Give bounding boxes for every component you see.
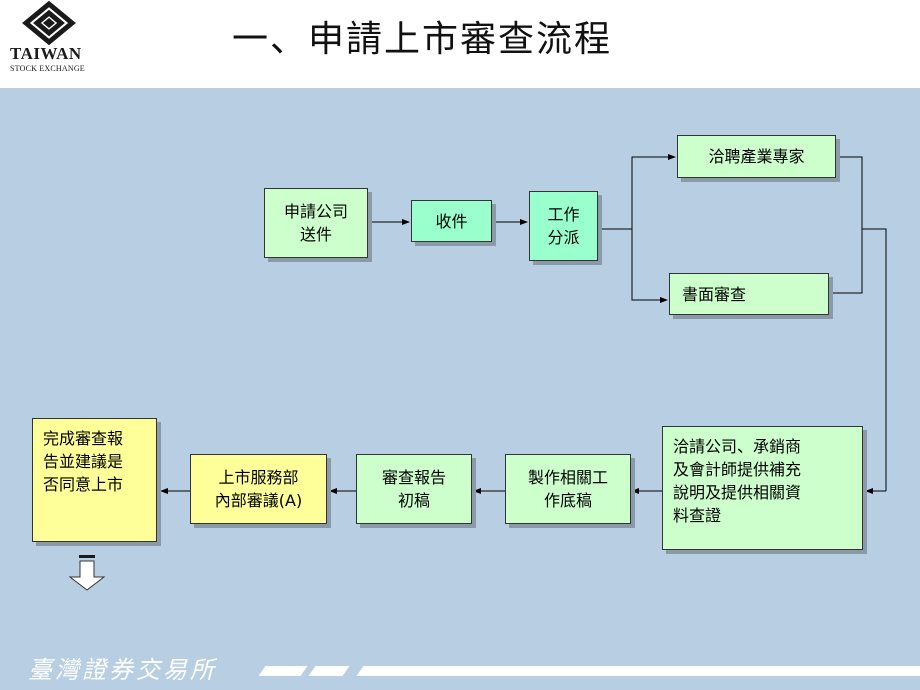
footer-stripe (356, 666, 920, 676)
footer-stripe (258, 666, 308, 676)
node-inquiry: 洽請公司、承銷商 及會計師提供補充 說明及提供相關資 料查證 (662, 426, 863, 550)
footer-stripe (308, 666, 350, 676)
footer-exchange-name: 臺灣證券交易所 (28, 656, 217, 684)
node-experts: 洽聘產業專家 (677, 135, 836, 178)
logo-name: TAIWAN (10, 44, 82, 63)
header: TAIWAN STOCK EXCHANGE 一、申請上市審查流程 (0, 0, 920, 88)
node-draft-report: 審查報告 初稿 (356, 454, 472, 524)
logo: TAIWAN STOCK EXCHANGE (6, 0, 98, 82)
twse-logo-icon (22, 0, 76, 46)
node-working-papers: 製作相關工 作底稿 (505, 454, 631, 524)
node-receive: 收件 (411, 200, 492, 242)
node-written-review: 書面審查 (669, 273, 829, 315)
page-title: 一、申請上市審查流程 (232, 19, 613, 60)
node-apply: 申請公司 送件 (264, 188, 368, 258)
logo-subtitle: STOCK EXCHANGE (10, 64, 85, 73)
diagram-canvas (0, 88, 920, 690)
node-assign: 工作 分派 (529, 191, 598, 261)
node-complete: 完成審查報 告並建議是 否同意上市 (32, 418, 157, 542)
node-internal-meeting: 上市服務部 內部審議(A) (190, 454, 327, 524)
